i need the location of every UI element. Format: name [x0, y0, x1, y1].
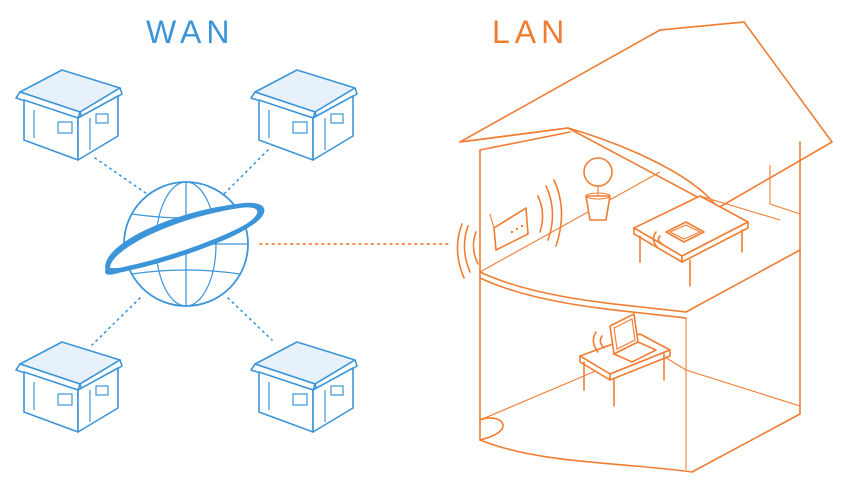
globe-icon — [105, 181, 265, 307]
wan-label: WAN — [146, 14, 235, 50]
laptop-icon — [592, 313, 657, 363]
connection-line — [227, 297, 273, 341]
house-icon — [15, 69, 123, 161]
house-icon — [250, 341, 358, 433]
potted-plant-icon — [583, 157, 613, 221]
building-icon — [459, 21, 833, 473]
connection-line — [221, 149, 269, 197]
house-icon — [250, 69, 358, 161]
connection-line — [94, 157, 151, 197]
router-icon — [456, 179, 563, 279]
connection-line — [91, 297, 141, 346]
house-icon — [15, 341, 123, 433]
upper-desk — [633, 195, 749, 287]
tablet-icon — [652, 221, 705, 249]
lan-label: LAN — [492, 14, 570, 50]
